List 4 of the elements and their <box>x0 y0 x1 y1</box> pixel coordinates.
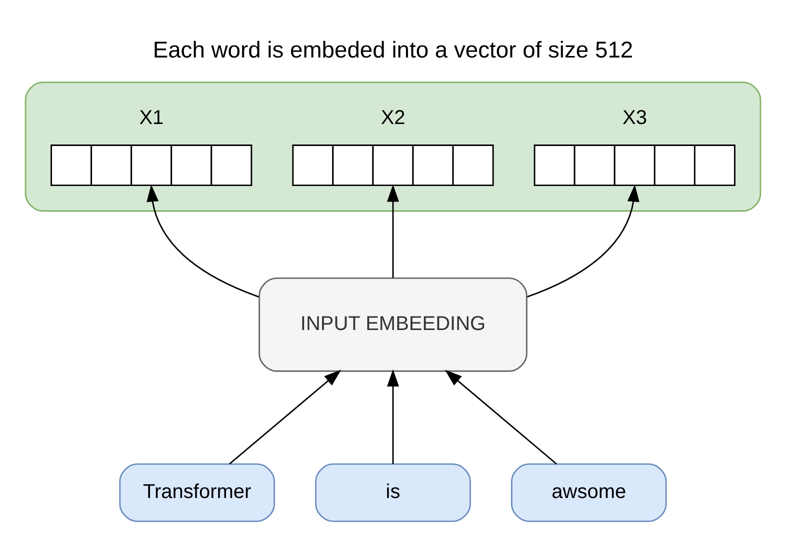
diagram-title: Each word is embeded into a vector of size 512 <box>152 36 634 62</box>
node-label: X2 <box>380 106 406 129</box>
node-label: X3 <box>622 106 647 129</box>
node-label: X1 <box>139 106 164 129</box>
